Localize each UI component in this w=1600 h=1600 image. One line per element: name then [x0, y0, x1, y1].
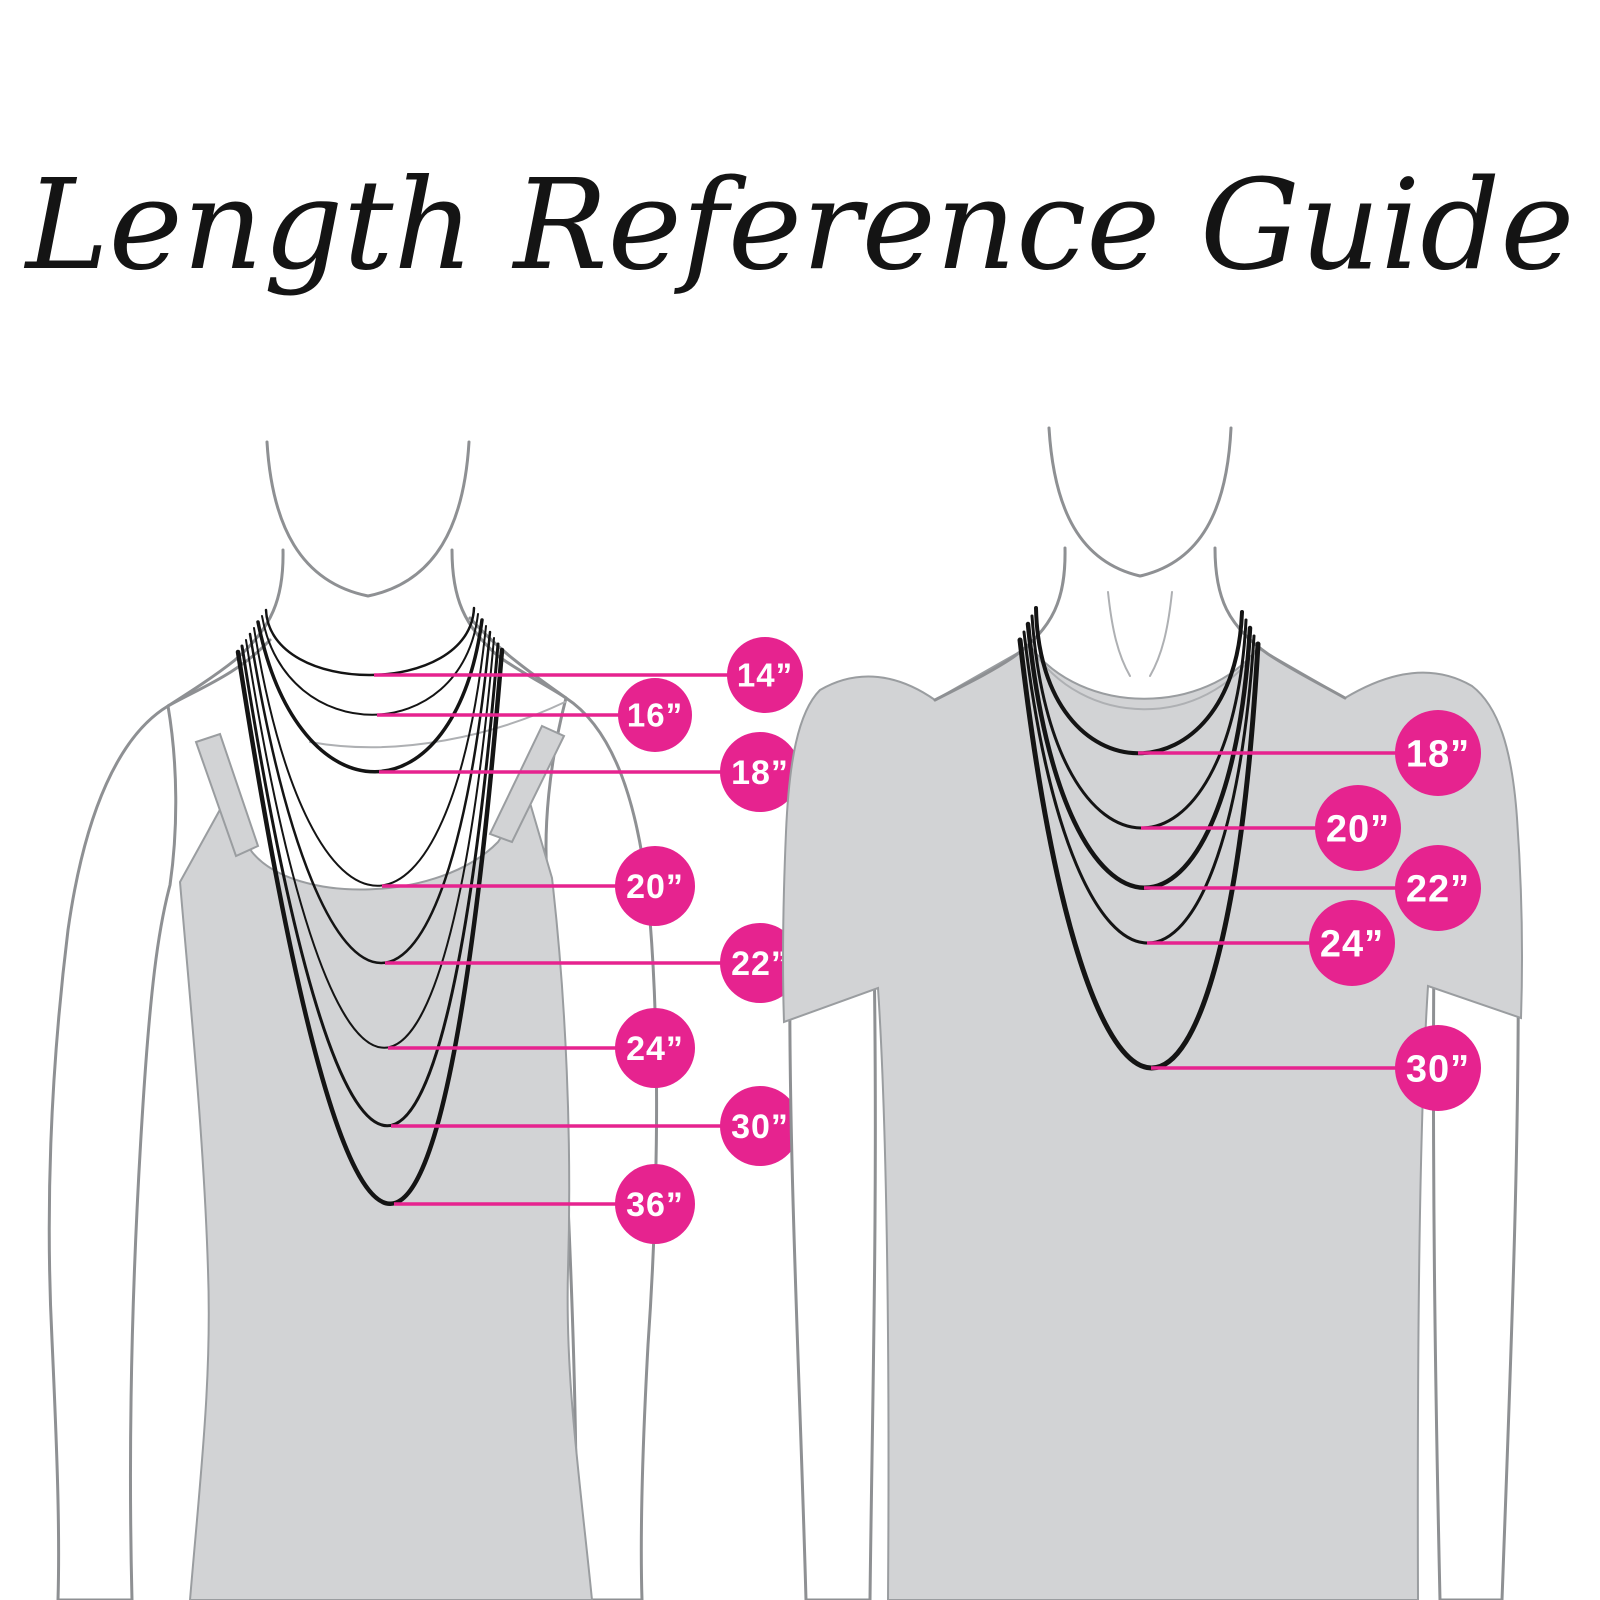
length-badge-label: 20”: [1326, 808, 1390, 850]
page-title: Length Reference Guide: [24, 153, 1575, 298]
female-left-strap: [194, 732, 260, 858]
female-tank-top: [178, 793, 594, 1600]
callout-male-22in: 22”: [1144, 845, 1481, 931]
length-badge-label: 30”: [731, 1108, 789, 1146]
length-badge-label: 30”: [1406, 1048, 1470, 1090]
length-badge-label: 36”: [626, 1186, 684, 1224]
length-badge: [615, 1164, 695, 1244]
length-badge-label: 22”: [731, 945, 789, 983]
necklace-arc-male-18in: [1034, 606, 1244, 756]
length-badge-label: 24”: [626, 1030, 684, 1068]
length-badge-label: 16”: [627, 697, 683, 734]
callout-female-30in: 30”: [391, 1086, 800, 1166]
male-neck-muscle-right: [1149, 591, 1173, 677]
female-jaw-outline: [265, 440, 471, 598]
length-badge-label: 14”: [737, 657, 793, 694]
callout-male-20in: 20”: [1141, 785, 1401, 871]
length-badge: [618, 678, 692, 752]
male-collar-band: [1029, 645, 1259, 711]
length-badge: [615, 846, 695, 926]
callout-male-30in: 30”: [1151, 1025, 1481, 1111]
male-figure: 18” 20” 22” 24” 30”: [781, 426, 1523, 1600]
female-callouts: 14” 16” 18” 20” 22”: [374, 637, 803, 1244]
length-badge: [720, 1086, 800, 1166]
female-neck-right-line: [450, 548, 568, 700]
callout-female-20in: 20”: [382, 846, 695, 926]
callout-male-18in: 18”: [1138, 710, 1481, 796]
length-badge: [727, 637, 803, 713]
length-badge: [615, 1008, 695, 1088]
length-badge-label: 18”: [731, 754, 789, 792]
length-badge-label: 20”: [626, 868, 684, 906]
callout-female-18in: 18”: [379, 732, 800, 812]
male-neck-left-line: [933, 546, 1067, 702]
necklace-arc-female-22in: [248, 630, 492, 965]
length-badge-label: 18”: [1406, 733, 1470, 775]
length-badge: [1395, 1025, 1481, 1111]
female-neck-left-line: [166, 548, 285, 708]
male-callouts: 18” 20” 22” 24” 30”: [1138, 710, 1481, 1111]
length-badge: [720, 923, 800, 1003]
length-badge-label: 24”: [1320, 923, 1384, 965]
length-badge: [1395, 710, 1481, 796]
necklace-arc-female-20in: [253, 625, 487, 887]
male-jaw-outline: [1047, 426, 1233, 578]
length-badge: [1309, 900, 1395, 986]
callout-male-24in: 24”: [1147, 900, 1395, 986]
length-badge: [720, 732, 800, 812]
necklace-arc-female-30in: [240, 642, 500, 1128]
necklace-arc-female-14in: [264, 606, 476, 677]
callout-female-36in: 36”: [394, 1164, 695, 1244]
length-badge: [1395, 845, 1481, 931]
callout-female-22in: 22”: [385, 923, 800, 1003]
female-figure: 14” 16” 18” 20” 22”: [47, 440, 803, 1600]
callout-female-14in: 14”: [374, 637, 803, 713]
male-neck-muscle-left: [1107, 591, 1131, 677]
male-tshirt: [781, 644, 1523, 1600]
male-neck-right-line: [1213, 546, 1347, 700]
necklace-arc-female-24in: [245, 637, 495, 1049]
length-badge: [1315, 785, 1401, 871]
female-right-strap: [488, 724, 566, 844]
callout-female-24in: 24”: [388, 1008, 695, 1088]
necklace-arc-female-36in: [235, 647, 505, 1206]
female-necklaces: [235, 606, 505, 1206]
necklace-arc-female-16in: [261, 613, 479, 716]
callout-female-16in: 16”: [377, 678, 692, 752]
male-left-arm: [788, 948, 877, 1600]
necklace-arc-female-18in: [256, 618, 484, 774]
length-badge-label: 22”: [1406, 868, 1470, 910]
